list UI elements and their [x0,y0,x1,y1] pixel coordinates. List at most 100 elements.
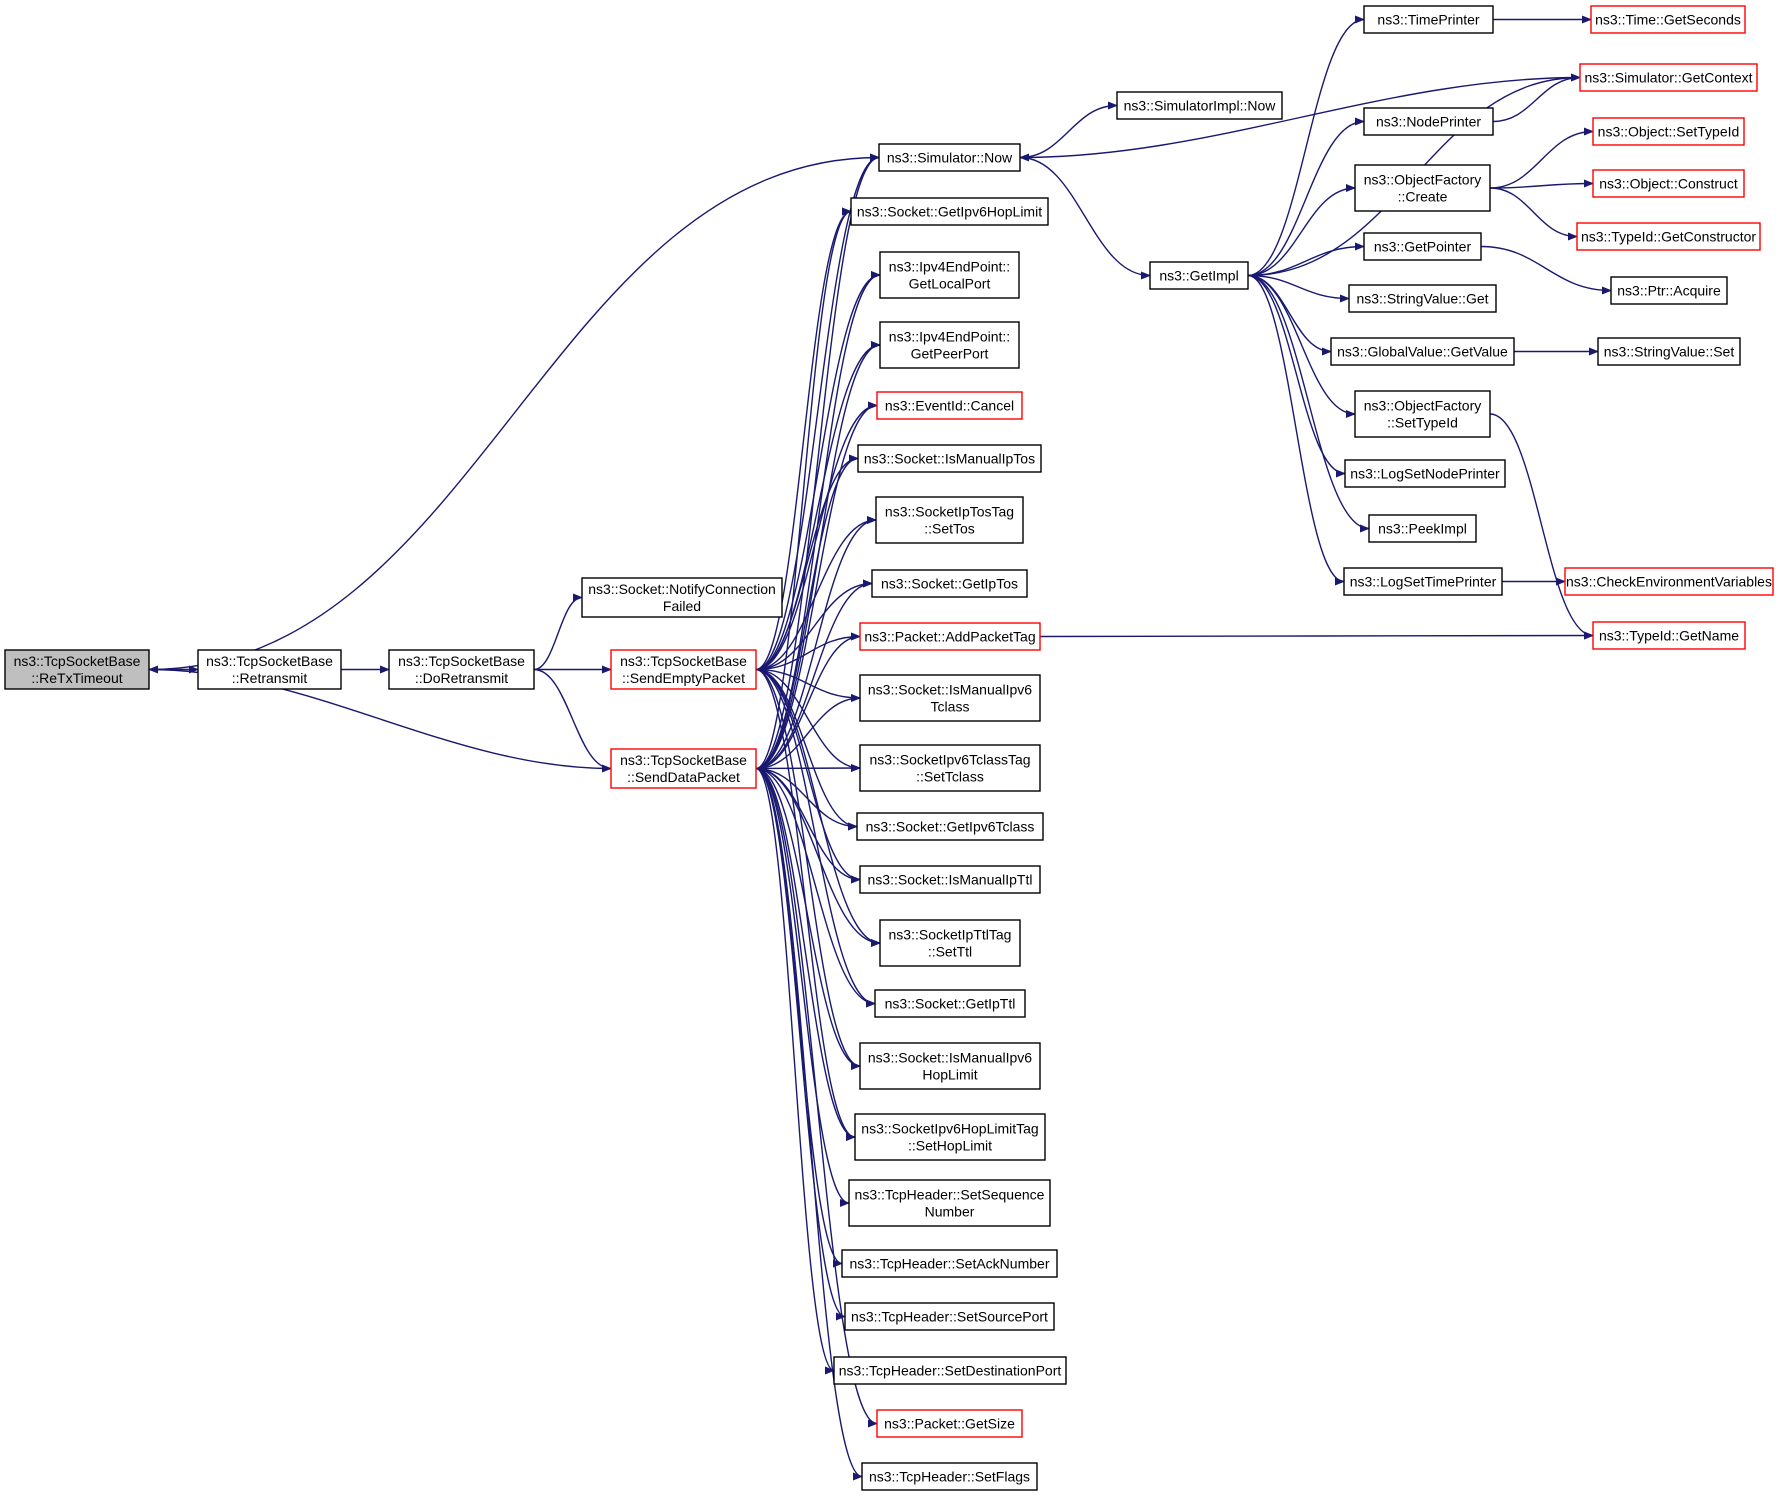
node-acquire[interactable]: ns3::Ptr::Acquire [1610,276,1728,305]
node-getseconds[interactable]: ns3::Time::GetSeconds [1590,5,1746,34]
edge-layer [148,15,1612,1481]
node-construct[interactable]: ns3::Object::Construct [1592,169,1745,198]
node-timeprinter[interactable]: ns3::TimePrinter [1363,5,1494,34]
node-label: ns3::EventId::Cancel [885,398,1014,414]
node-box [1368,514,1477,543]
node-label: ns3::Socket::IsManualIpv6 [868,682,1032,698]
node-label: ns3::Ipv4EndPoint:: [889,329,1010,345]
node-manualiptos[interactable]: ns3::Socket::IsManualIpTos [857,444,1042,473]
node-setttl[interactable]: ns3::SocketIpTtlTag::SetTtl [879,919,1021,967]
node-getpointer[interactable]: ns3::GetPointer [1363,232,1482,261]
node-peerport[interactable]: ns3::Ipv4EndPoint::GetPeerPort [879,321,1020,369]
edge-sendempty-to-getiptos [755,579,873,671]
node-box [879,919,1021,967]
node-box [857,444,1042,473]
edge-simnow-to-implnow [1019,101,1118,159]
node-box [1344,459,1506,488]
edge-senddata-to-simnow [755,153,880,770]
node-logtime[interactable]: ns3::LogSetTimePrinter [1343,567,1503,596]
node-label: ::SetHopLimit [908,1138,992,1154]
node-label: ns3::TcpSocketBase [620,752,747,768]
node-getipttl[interactable]: ns3::Socket::GetIpTtl [874,989,1026,1018]
node-doretransmit[interactable]: ns3::TcpSocketBase::DoRetransmit [388,649,535,690]
node-box [876,1409,1023,1438]
node-label: Number [925,1204,975,1220]
node-box [1610,276,1728,305]
node-setack[interactable]: ns3::TcpHeader::SetAckNumber [841,1249,1058,1278]
node-sendempty[interactable]: ns3::TcpSocketBase::SendEmptyPacket [610,649,757,690]
node-ofcreate[interactable]: ns3::ObjectFactory::Create [1354,164,1491,212]
edge-getimpl-to-peekimpl [1247,274,1370,533]
node-getsize[interactable]: ns3::Packet::GetSize [876,1409,1023,1438]
node-label: ns3::Socket::IsManualIpTos [864,451,1035,467]
node-box [874,989,1026,1018]
node-manualipttl[interactable]: ns3::Socket::IsManualIpTtl [859,865,1041,894]
node-label: ns3::TcpHeader::SetDestinationPort [839,1363,1062,1379]
node-box [844,1302,1055,1331]
node-label: ns3::StringValue::Get [1356,291,1488,307]
node-label: ::Retransmit [232,670,308,686]
node-label: ns3::Simulator::Now [887,150,1013,166]
node-setdst[interactable]: ns3::TcpHeader::SetDestinationPort [833,1356,1067,1385]
edge-ofcreate-to-objsettype [1489,127,1594,189]
node-gvget[interactable]: ns3::GlobalValue::GetValue [1330,337,1515,366]
node-getcontext[interactable]: ns3::Simulator::GetContext [1579,63,1758,92]
node-nodeprinter[interactable]: ns3::NodePrinter [1363,107,1494,136]
node-gettclass[interactable]: ns3::Socket::GetIpv6Tclass [856,812,1044,841]
edge-senddata-to-getipttl [755,767,876,1008]
node-implnow[interactable]: ns3::SimulatorImpl::Now [1116,91,1283,120]
edge-sendempty-to-hoplimit [755,207,852,671]
node-label: ns3::LogSetNodePrinter [1350,466,1500,482]
node-getimpl[interactable]: ns3::GetImpl [1149,261,1249,290]
node-simnow[interactable]: ns3::Simulator::Now [878,143,1021,172]
edge-getimpl-to-ofsettype [1247,274,1356,418]
node-lognode[interactable]: ns3::LogSetNodePrinter [1344,459,1506,488]
node-label: ns3::SocketIpv6HopLimitTag [861,1121,1038,1137]
node-box [859,865,1041,894]
node-objsettype[interactable]: ns3::Object::SetTypeId [1592,117,1745,146]
edge-sendempty-to-manualipttl [755,668,861,884]
node-retransmit[interactable]: ns3::TcpSocketBase::Retransmit [197,649,342,690]
node-sethop[interactable]: ns3::SocketIpv6HopLimitTag::SetHopLimit [854,1113,1046,1161]
node-cancel[interactable]: ns3::EventId::Cancel [876,391,1023,420]
node-label: ns3::Object::SetTypeId [1598,124,1740,140]
node-box [876,391,1023,420]
node-strget[interactable]: ns3::StringValue::Get [1348,284,1497,313]
node-retx[interactable]: ns3::TcpSocketBase::ReTxTimeout [4,649,150,690]
node-hoplimit[interactable]: ns3::Socket::GetIpv6HopLimit [850,197,1049,226]
edge-senddata-to-setsrc [755,767,846,1321]
edge-getimpl-to-strget [1247,274,1350,303]
node-box [4,649,150,690]
edge-senddata-to-hoplimit [755,207,852,770]
node-addtag[interactable]: ns3::Packet::AddPacketTag [859,622,1041,651]
node-senddata[interactable]: ns3::TcpSocketBase::SendDataPacket [610,748,757,789]
edge-sendempty-to-settclass [755,668,861,772]
node-getname[interactable]: ns3::TypeId::GetName [1592,621,1746,650]
node-peekimpl[interactable]: ns3::PeekImpl [1368,514,1477,543]
node-label: ns3::Socket::GetIpv6HopLimit [857,204,1042,220]
node-ofsettype[interactable]: ns3::ObjectFactory::SetTypeId [1354,390,1491,438]
node-localport[interactable]: ns3::Ipv4EndPoint::GetLocalPort [879,251,1020,299]
node-getctor[interactable]: ns3::TypeId::GetConstructor [1576,222,1761,251]
node-label: ::SetTypeId [1387,415,1458,431]
node-label: ::DoRetransmit [415,670,508,686]
node-strset[interactable]: ns3::StringValue::Set [1597,337,1741,366]
node-checkenv[interactable]: ns3::CheckEnvironmentVariables [1564,567,1774,596]
node-getiptos[interactable]: ns3::Socket::GetIpTos [871,569,1028,598]
edge-senddata-to-settclass [755,764,861,773]
node-settclass[interactable]: ns3::SocketIpv6TclassTag::SetTclass [859,744,1041,792]
node-box [859,1042,1041,1090]
node-box [850,197,1049,226]
node-label: ns3::Ptr::Acquire [1617,283,1721,299]
node-settos[interactable]: ns3::SocketIpTosTag::SetTos [875,496,1024,544]
edge-getimpl-to-timeprinter [1247,15,1365,277]
node-box [856,812,1044,841]
node-label: ns3::GetPointer [1374,239,1472,255]
node-setflags[interactable]: ns3::TcpHeader::SetFlags [861,1462,1038,1491]
edge-sendempty-to-gettclass [755,668,858,831]
node-setsrc[interactable]: ns3::TcpHeader::SetSourcePort [844,1302,1055,1331]
